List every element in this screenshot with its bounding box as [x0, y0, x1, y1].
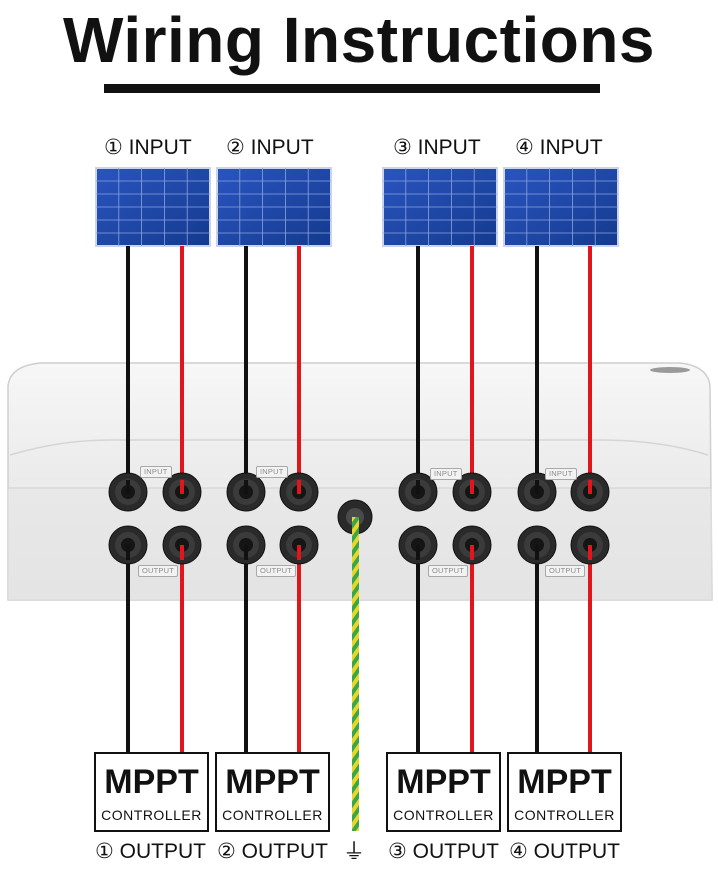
box-tag-input-1: INPUT: [140, 466, 172, 478]
box-tag-input-2: INPUT: [256, 466, 288, 478]
mppt-controller-1: MPPT CONTROLLER: [94, 752, 209, 832]
mppt-subtitle-4: CONTROLLER: [514, 807, 615, 823]
input-number-3: ③: [393, 136, 412, 159]
solar-panel-4: [503, 167, 619, 247]
output-label-4: ④ OUTPUT: [509, 838, 620, 866]
input-label-4: ④ INPUT: [515, 134, 603, 162]
box-tag-output-4: OUTPUT: [545, 565, 586, 577]
input-number-4: ④: [515, 136, 534, 159]
mppt-title-4: MPPT: [517, 763, 612, 801]
ground-wire: [352, 517, 359, 831]
input-text-4: INPUT: [539, 136, 603, 159]
output-label-3: ③ OUTPUT: [388, 838, 499, 866]
mppt-title-1: MPPT: [104, 763, 199, 801]
solar-panel-3: [382, 167, 498, 247]
input-text-2: INPUT: [250, 136, 314, 159]
box-tag-output-3: OUTPUT: [428, 565, 469, 577]
output-text-4: OUTPUT: [533, 840, 620, 863]
box-tag-output-1: OUTPUT: [138, 565, 179, 577]
input-number-2: ②: [226, 136, 245, 159]
box-tag-input-4: INPUT: [545, 468, 577, 480]
mppt-subtitle-1: CONTROLLER: [101, 807, 202, 823]
mppt-controller-2: MPPT CONTROLLER: [215, 752, 330, 832]
input-label-1: ① INPUT: [104, 134, 192, 162]
output-label-1: ① OUTPUT: [95, 838, 206, 866]
mppt-title-2: MPPT: [225, 763, 320, 801]
output-number-1: ①: [95, 840, 114, 863]
mppt-controller-4: MPPT CONTROLLER: [507, 752, 622, 832]
input-text-3: INPUT: [417, 136, 481, 159]
ground-icon: ⏚: [343, 839, 366, 864]
mppt-controller-3: MPPT CONTROLLER: [386, 752, 501, 832]
input-number-1: ①: [104, 136, 123, 159]
mppt-subtitle-2: CONTROLLER: [222, 807, 323, 823]
output-text-1: OUTPUT: [119, 840, 206, 863]
title-underline: [104, 84, 600, 93]
box-tag-output-2: OUTPUT: [256, 565, 297, 577]
box-tag-input-3: INPUT: [430, 468, 462, 480]
mppt-subtitle-3: CONTROLLER: [393, 807, 494, 823]
output-text-3: OUTPUT: [412, 840, 499, 863]
output-label-2: ② OUTPUT: [217, 838, 328, 866]
ground-symbol-label: ⏚: [343, 838, 365, 866]
output-text-2: OUTPUT: [241, 840, 328, 863]
output-number-4: ④: [509, 840, 528, 863]
page-title: Wiring Instructions: [62, 4, 656, 76]
input-label-2: ② INPUT: [226, 134, 314, 162]
solar-panel-2: [216, 167, 332, 247]
solar-panel-1: [95, 167, 211, 247]
input-label-3: ③ INPUT: [393, 134, 481, 162]
output-number-3: ③: [388, 840, 407, 863]
mppt-title-3: MPPT: [396, 763, 491, 801]
input-text-1: INPUT: [128, 136, 192, 159]
output-number-2: ②: [217, 840, 236, 863]
